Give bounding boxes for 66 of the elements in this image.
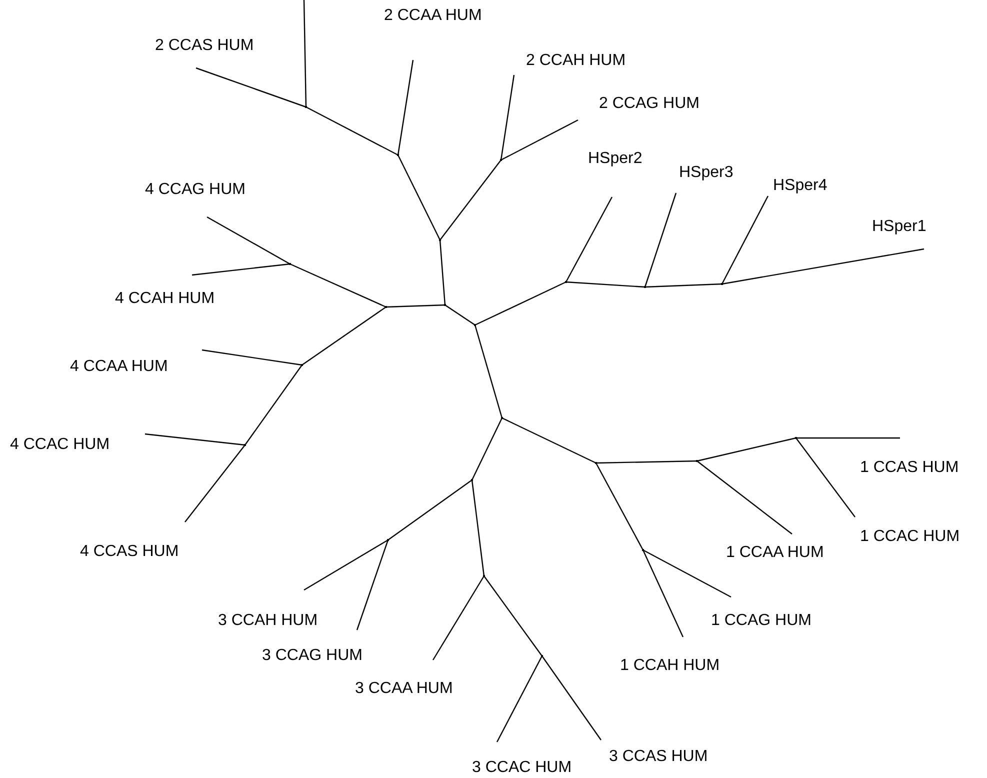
tree-branch (206, 216, 290, 265)
tree-branch (397, 60, 414, 156)
leaf-label: 3 CCAC HUM (472, 742, 572, 777)
leaf-label: 2 CCAH HUM (514, 52, 626, 75)
leaf-label: 2 CCAG HUM (578, 95, 700, 120)
leaf-label: 3 CCAH HUM (218, 590, 318, 630)
tree-branch (196, 67, 306, 108)
leaf-label: 3 CCAS HUM (601, 740, 708, 766)
leaf-label: 4 CCAA HUM (70, 350, 202, 376)
tree-branch (440, 160, 502, 240)
tree-branch (244, 364, 302, 446)
tree-branch (642, 549, 732, 598)
leaf-label: HSper3 (676, 164, 734, 193)
tree-branch (796, 437, 900, 439)
leaf-label: 1 CCAS HUM (860, 438, 959, 477)
leaf-label: HSper1 (872, 218, 926, 249)
tree-branch (444, 304, 476, 326)
leaf-label: 2 CCAS HUM (155, 37, 254, 68)
tree-branch (202, 349, 302, 366)
leaf-label: 4 CCAG HUM (145, 181, 246, 217)
tree-branch (484, 576, 542, 656)
tree-branch (565, 196, 613, 282)
leaf-label: 1 CCAC HUM (855, 517, 960, 546)
tree-branch (596, 460, 698, 464)
tree-branch (303, 0, 307, 108)
tree-branch (432, 576, 485, 660)
tree-branch (386, 304, 446, 308)
leaf-label: 1 CCAA HUM (726, 534, 824, 562)
tree-branch (388, 480, 472, 540)
tree-branch (721, 196, 769, 284)
tree-branch (439, 240, 446, 306)
tree-branch (722, 248, 924, 285)
tree-branch (474, 324, 503, 418)
tree-branch (500, 74, 515, 160)
leaf-label: 4 CCAS HUM (80, 522, 185, 561)
leaf-label: 1 CCAH HUM (620, 637, 720, 675)
tree-branch (696, 460, 792, 534)
tree-branch (302, 306, 386, 366)
tree-branch (144, 433, 246, 446)
tree-branch (192, 263, 290, 276)
leaf-label: HSper2 (588, 150, 642, 197)
tree-branch (644, 192, 677, 288)
leaf-label: 2 CCAA HUM (384, 7, 482, 60)
tree-branch (644, 283, 722, 288)
tree-branch (471, 480, 485, 576)
tree-branch (502, 417, 596, 464)
tree-branch (496, 656, 543, 742)
leaf-label: 4 CCAC HUM (10, 434, 145, 454)
tree-branch (474, 281, 566, 326)
tree-branch (595, 462, 644, 550)
leaf-label: 1 CCAG HUM (711, 597, 812, 630)
leaf-label: HSper4 (768, 177, 828, 196)
tree-branch (542, 656, 602, 740)
leaf-label: 4 CCAH HUM (115, 275, 215, 308)
tree-branch (184, 444, 246, 522)
tree-branch (306, 106, 398, 156)
tree-branch (500, 119, 578, 161)
tree-branch (471, 418, 503, 480)
tree-branch (642, 550, 684, 638)
tree-branch (290, 263, 386, 308)
tree-branch (566, 281, 646, 288)
tree-branch (304, 539, 388, 591)
tree-branch (397, 154, 441, 240)
tree-branch (696, 437, 796, 462)
tree-branch (796, 438, 856, 518)
tree-branch (356, 540, 389, 630)
